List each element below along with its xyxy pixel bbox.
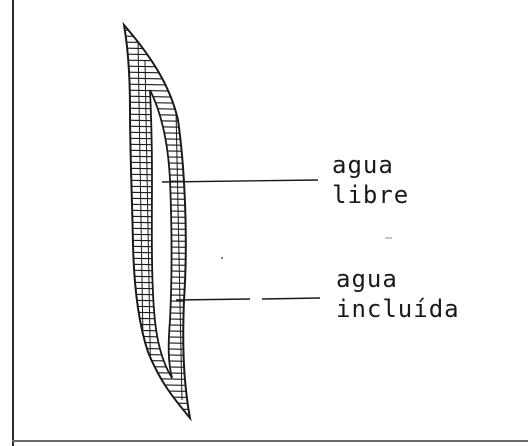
free-water-leader [162, 180, 318, 182]
hatch-line [115, 414, 195, 416]
included-water-label-line1: agua [336, 264, 460, 294]
included-water-label-line2: incluída [336, 294, 460, 324]
hatch-line [115, 66, 195, 68]
hatch-line [115, 60, 195, 62]
hatch-line [115, 72, 195, 74]
free-water-label-line1: agua [332, 150, 409, 180]
free-water-label-line2: libre [332, 180, 409, 210]
included-water-leader-a [176, 299, 250, 300]
speck [221, 257, 223, 259]
hatch-line [115, 84, 195, 86]
free-water-label: agua libre [332, 150, 409, 210]
included-water-label: agua incluída [336, 264, 460, 324]
hatch-line [115, 96, 195, 98]
hatch-line [115, 78, 195, 80]
included-water-leader-b [262, 298, 320, 299]
hatch-line [115, 90, 195, 92]
